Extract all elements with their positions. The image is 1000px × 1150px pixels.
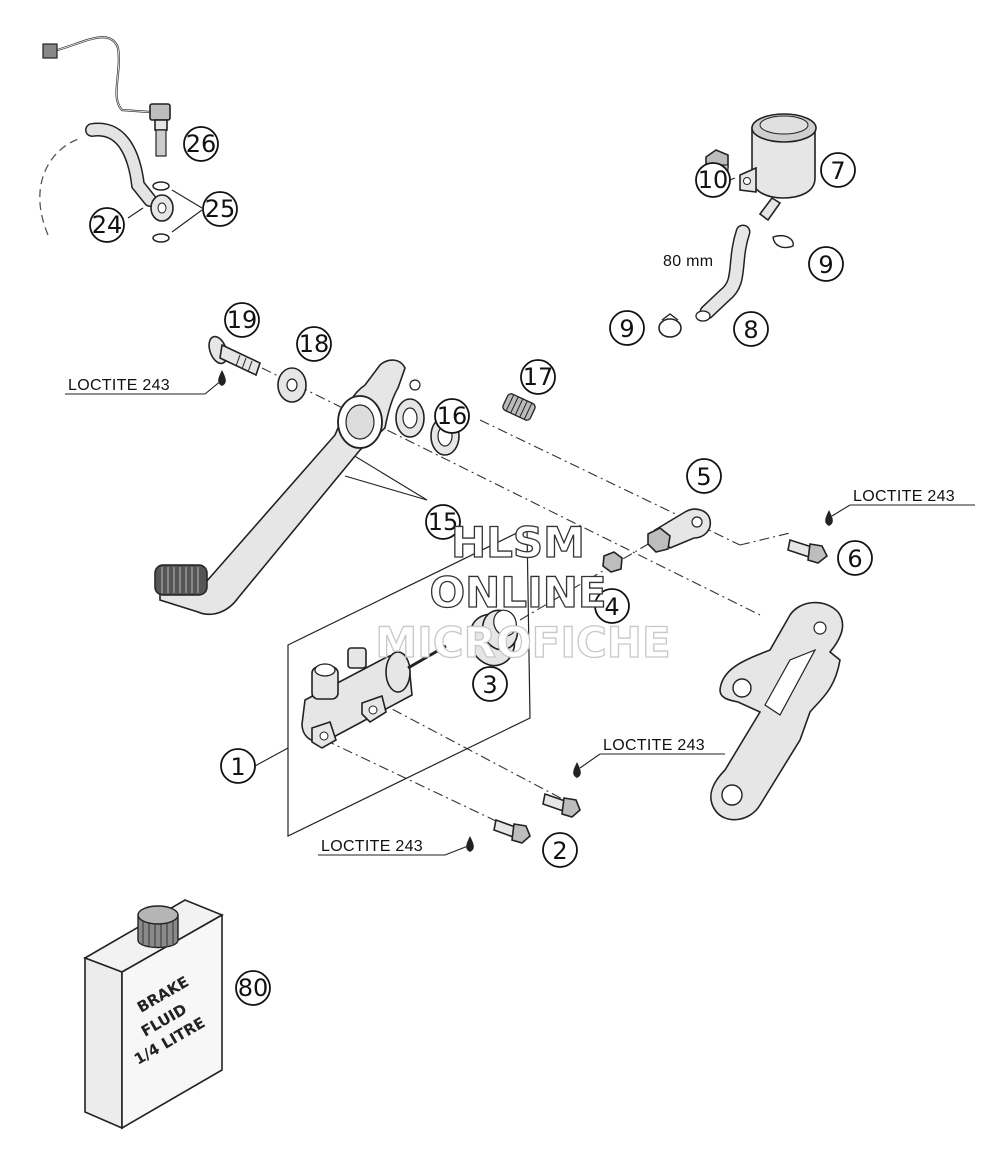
callout-80: 80: [235, 970, 271, 1006]
callout-6: 6: [837, 540, 873, 576]
spring: [502, 393, 536, 421]
svg-text:1: 1: [230, 753, 245, 781]
callout-9-lower: 9: [609, 310, 645, 346]
svg-text:18: 18: [299, 330, 330, 358]
sealing-ring-upper: [152, 181, 170, 191]
leader-lines: [65, 177, 975, 856]
svg-text:80: 80: [238, 974, 269, 1002]
loctite-label: LOCTITE 243: [68, 377, 170, 394]
drop-icon: [825, 510, 833, 526]
brake-light-switch: [42, 36, 171, 157]
reservoir: [739, 113, 817, 222]
callout-25: 25: [202, 191, 238, 227]
svg-text:7: 7: [830, 157, 845, 185]
callout-10: 10: [695, 162, 731, 198]
svg-text:6: 6: [847, 545, 862, 573]
brake-pedal: [154, 359, 421, 616]
callout-1: 1: [220, 748, 256, 784]
washer: [277, 367, 307, 403]
svg-text:19: 19: [227, 306, 258, 334]
bolt-6: [787, 538, 829, 564]
callout-26: 26: [183, 126, 219, 162]
bolt-2-upper: [542, 792, 581, 818]
watermark-line-1: HLSM: [451, 518, 585, 567]
svg-text:5: 5: [696, 463, 711, 491]
callout-3: 3: [472, 666, 508, 702]
sealing-ring-lower: [152, 233, 170, 243]
clevis: [647, 508, 712, 553]
loctite-label: LOCTITE 243: [853, 488, 955, 505]
callout-19: 19: [224, 302, 260, 338]
callout-7: 7: [820, 152, 856, 188]
clamp-upper: [772, 235, 794, 249]
master-cylinder-frame: [287, 527, 531, 837]
callout-24: 24: [89, 207, 125, 243]
svg-text:16: 16: [437, 402, 468, 430]
callout-2: 2: [542, 832, 578, 868]
hose: [695, 224, 751, 322]
svg-text:25: 25: [205, 195, 236, 223]
loctite-drop-icons: [218, 370, 833, 852]
svg-text:8: 8: [743, 316, 758, 344]
svg-text:26: 26: [186, 130, 217, 158]
callout-9-upper: 9: [808, 246, 844, 282]
svg-text:17: 17: [523, 363, 554, 391]
drop-icon: [218, 370, 226, 386]
hose-length-label: 80 mm: [663, 253, 713, 270]
bolt-2-lower: [493, 818, 531, 844]
watermark: HLSM ONLINE MICROFICHE: [375, 517, 672, 667]
master-cylinder: [301, 644, 447, 749]
drop-icon: [466, 836, 474, 852]
brake-line: [39, 122, 174, 243]
svg-text:15: 15: [428, 508, 459, 536]
svg-text:10: 10: [698, 166, 729, 194]
svg-text:4: 4: [604, 593, 619, 621]
svg-text:9: 9: [818, 251, 833, 279]
pivot-bolt: [208, 335, 261, 377]
callouts: 1 2 3 4 5 6 7 8 9 9 10 15 16 17 18 19 24…: [89, 126, 873, 1006]
loctite-label: LOCTITE 243: [321, 838, 423, 855]
callout-8: 8: [733, 311, 769, 347]
footrest-bracket: [710, 601, 844, 821]
callout-18: 18: [296, 326, 332, 362]
callout-5: 5: [686, 458, 722, 494]
svg-text:3: 3: [482, 671, 497, 699]
svg-text:24: 24: [92, 211, 123, 239]
callout-16: 16: [434, 398, 470, 434]
rubber-boot: [468, 609, 519, 667]
clamp-lower: [658, 313, 682, 338]
svg-text:2: 2: [552, 837, 567, 865]
callout-17: 17: [520, 359, 556, 395]
callout-15: 15: [425, 504, 461, 540]
watermark-line-3: MICROFICHE: [375, 618, 670, 667]
nut: [602, 551, 623, 573]
callout-4: 4: [594, 588, 630, 624]
loctite-label: LOCTITE 243: [603, 737, 705, 754]
drop-icon: [573, 762, 581, 778]
svg-text:9: 9: [619, 315, 634, 343]
brake-fluid-bottle: BRAKE FLUID 1/4 LITRE: [83, 899, 224, 1130]
watermark-line-2: ONLINE: [429, 568, 606, 617]
